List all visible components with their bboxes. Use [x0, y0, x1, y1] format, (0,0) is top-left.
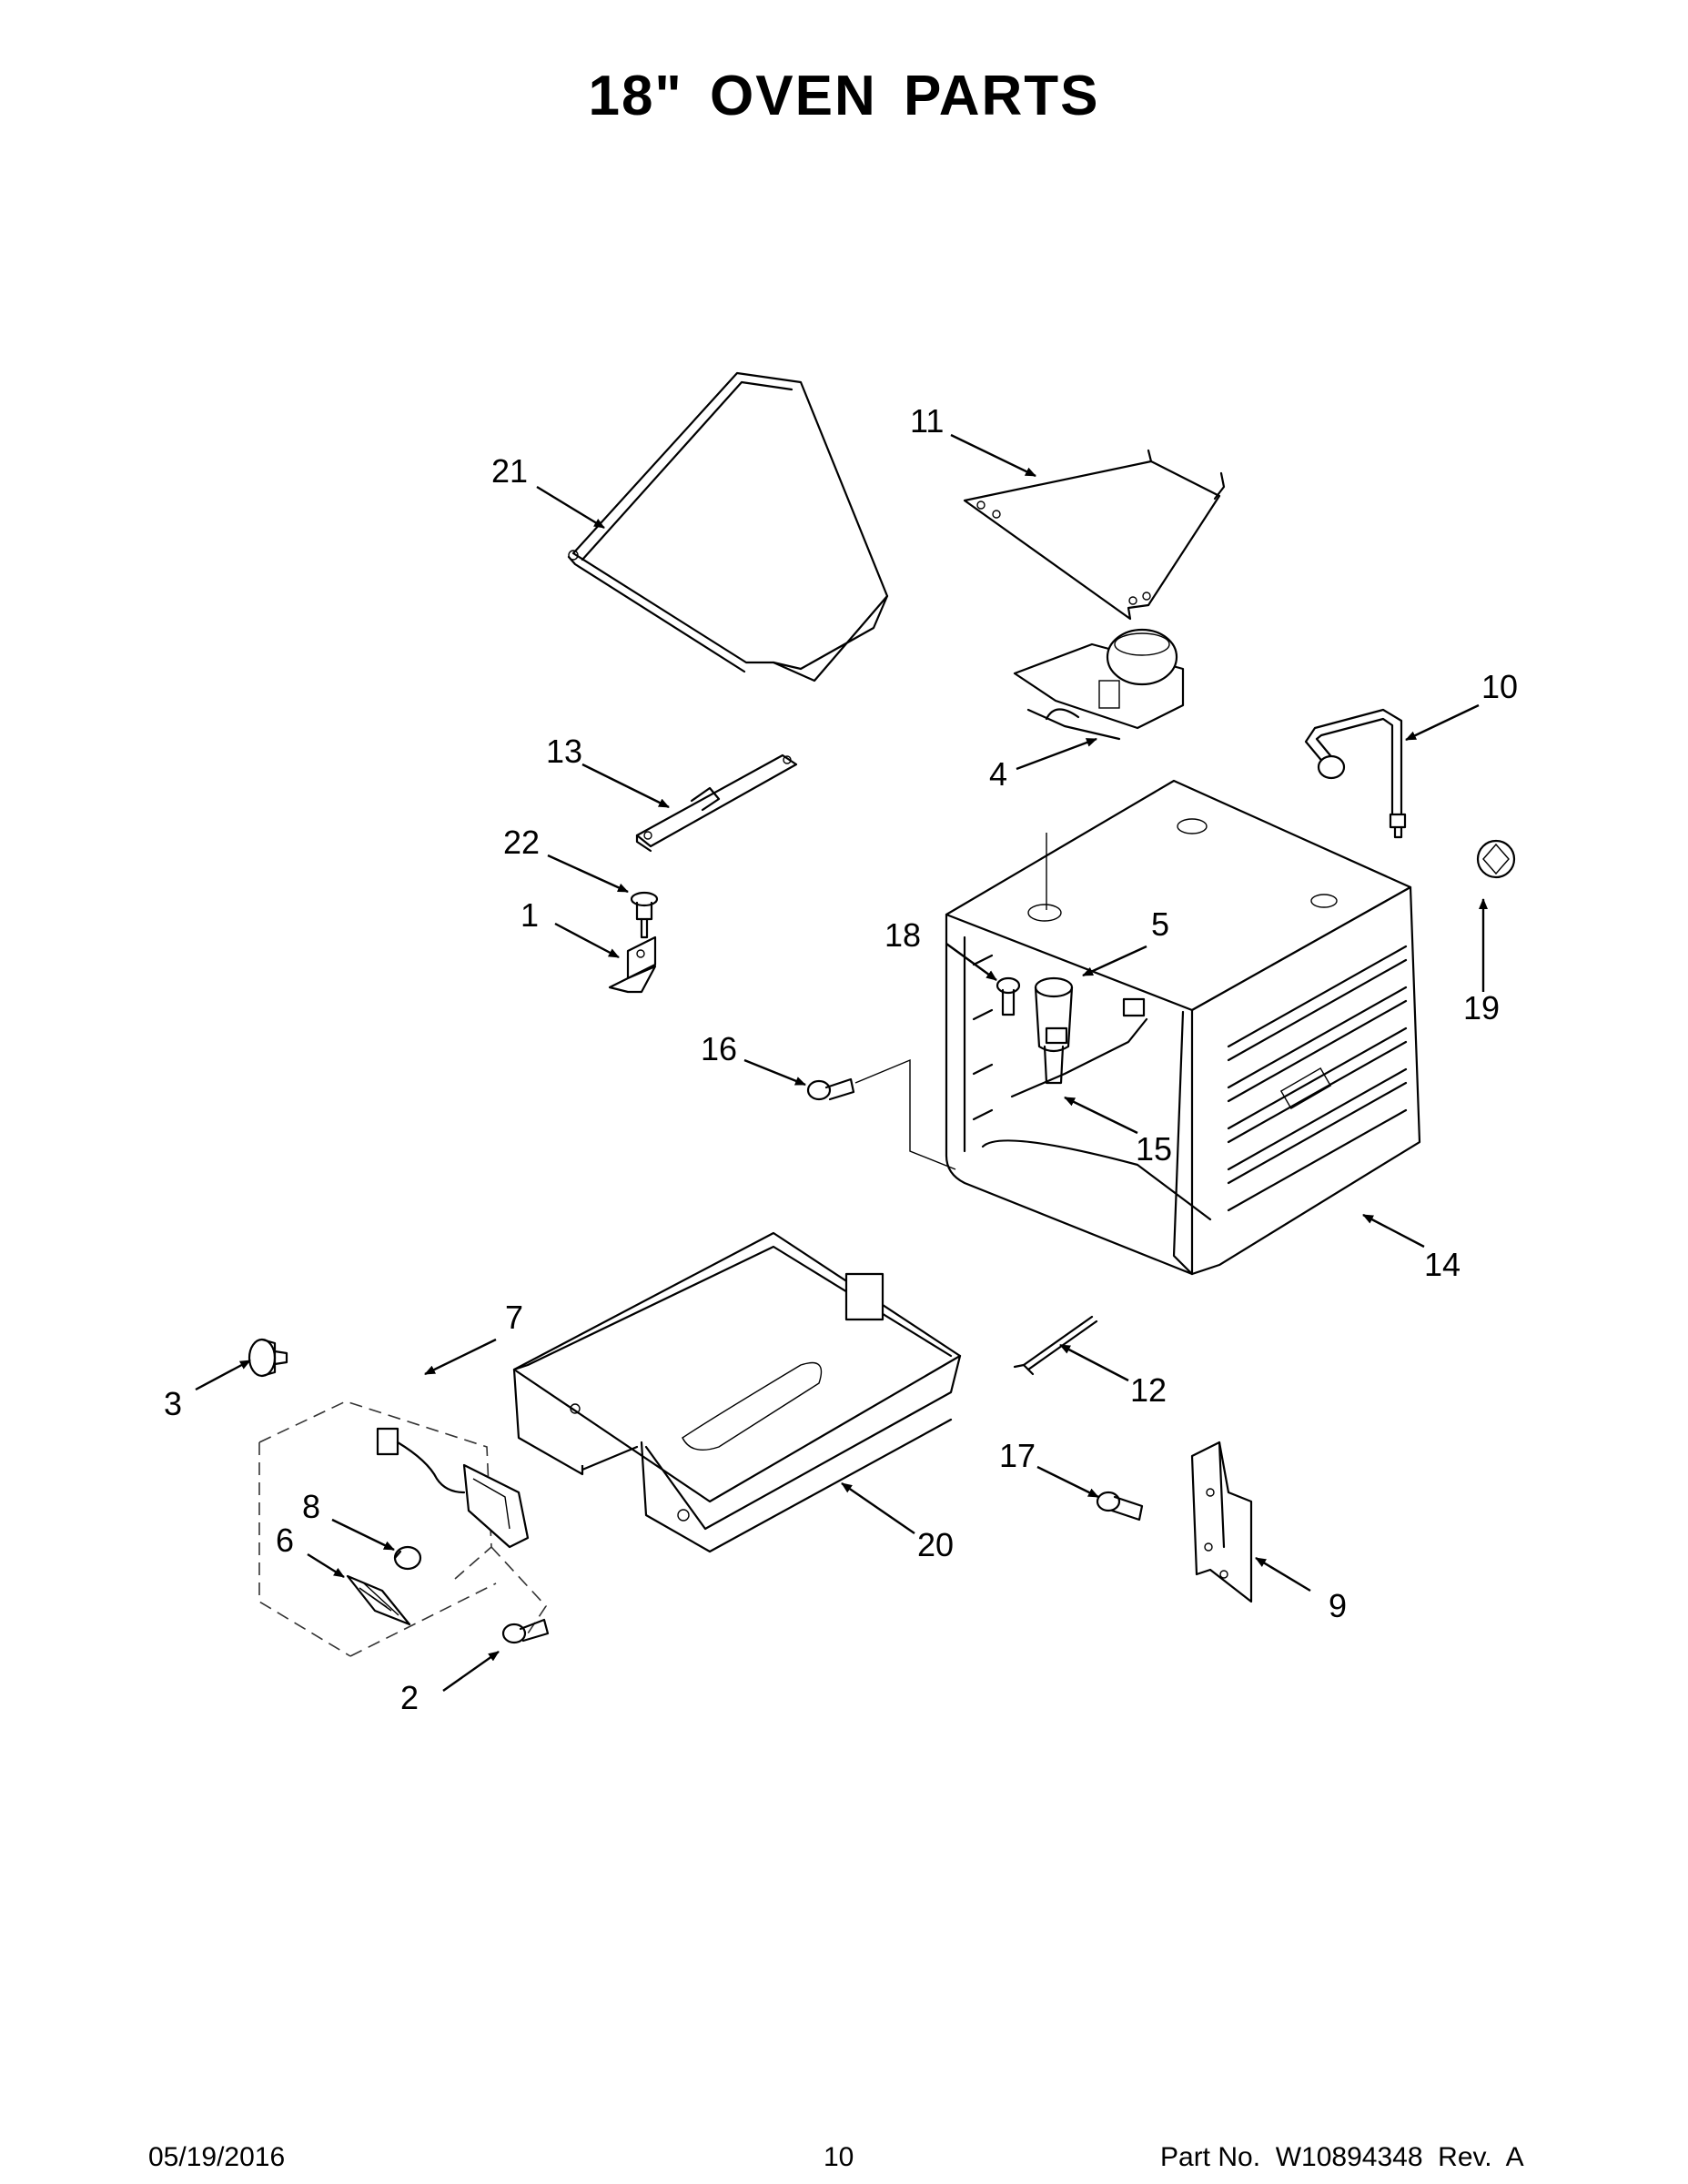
- part-9-hinge-bracket: [1190, 1441, 1253, 1603]
- part-1-bracket: [608, 935, 657, 994]
- callout-1: 1: [521, 896, 539, 934]
- part-3-knob: [248, 1338, 288, 1378]
- footer-part-number: Part No. W10894348 Rev. A: [1160, 2142, 1524, 2172]
- part-4-igniter-assembly: [1013, 628, 1185, 741]
- callout-14: 14: [1424, 1246, 1461, 1283]
- part-12-rack-support: [1013, 1315, 1098, 1376]
- part-11-shield-plate: [963, 449, 1226, 621]
- callout-15: 15: [1136, 1130, 1172, 1168]
- callout-13: 13: [546, 733, 582, 770]
- callout-6: 6: [276, 1522, 294, 1559]
- leader-lines: [195, 433, 1488, 1692]
- callout-16: 16: [701, 1030, 737, 1067]
- callout-4: 4: [989, 755, 1007, 793]
- part-6-lens: [346, 1574, 411, 1626]
- callout-20: 20: [917, 1526, 954, 1563]
- callout-12: 12: [1130, 1371, 1167, 1409]
- part-17-screw: [1096, 1491, 1144, 1522]
- callout-11: 11: [910, 402, 944, 440]
- part-14-oven-cavity: [945, 779, 1421, 1276]
- part-22-screw: [630, 891, 659, 939]
- part-15-connector: [1010, 997, 1148, 1098]
- part-20-bottom-tray: [512, 1231, 962, 1553]
- part-16-screw: [806, 1058, 956, 1170]
- part-7-light-assembly: [258, 1400, 548, 1657]
- part-19-grommet: [1476, 839, 1516, 879]
- part-8-bulb: [393, 1545, 422, 1571]
- callout-5: 5: [1151, 905, 1169, 943]
- callout-10: 10: [1481, 668, 1518, 705]
- part-13-oven-burner: [635, 753, 798, 853]
- part-21-oven-shelf: [567, 371, 889, 682]
- page-title: 18" OVEN PARTS: [588, 65, 1100, 127]
- callout-labels: 1 2 3 4 5 6 7 8 9 10 11 12 13 14 15 16 1…: [164, 402, 1518, 1716]
- callout-19: 19: [1463, 989, 1500, 1026]
- part-18-screw: [996, 976, 1021, 1016]
- callout-22: 22: [503, 824, 540, 861]
- callout-9: 9: [1329, 1587, 1347, 1624]
- callout-17: 17: [999, 1437, 1036, 1474]
- part-2-screw: [501, 1618, 550, 1644]
- footer-date: 05/19/2016: [148, 2142, 286, 2172]
- part-10-gas-tube: [1304, 708, 1407, 839]
- footer-page-number: 10: [824, 2142, 854, 2172]
- callout-8: 8: [302, 1488, 320, 1525]
- part-5-igniter: [1034, 976, 1074, 1085]
- callout-3: 3: [164, 1385, 182, 1422]
- callout-18: 18: [884, 916, 921, 954]
- callout-2: 2: [400, 1679, 419, 1716]
- callout-7: 7: [505, 1299, 523, 1336]
- callout-21: 21: [491, 452, 528, 490]
